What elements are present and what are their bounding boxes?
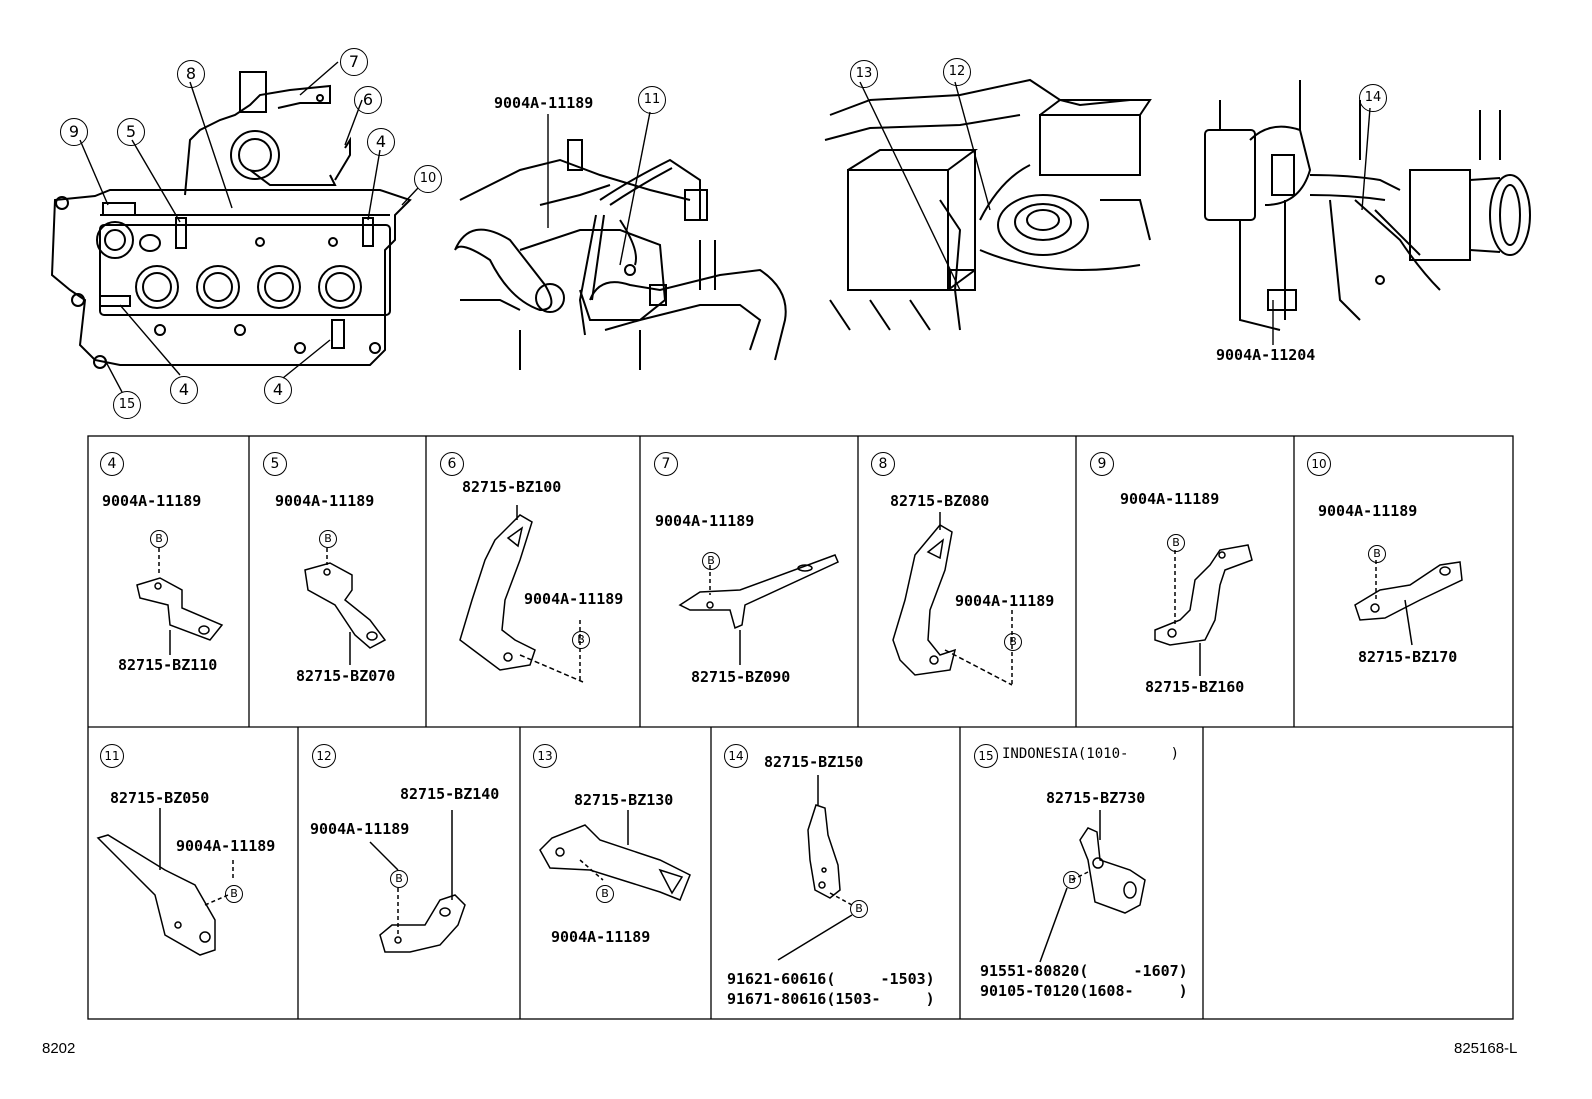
cell-15-number: 15: [974, 744, 998, 768]
cell-12-number: 12: [312, 744, 336, 768]
bolt-symbol: B: [319, 530, 337, 548]
cell-4-number: 4: [100, 452, 124, 476]
part-number: 82715-BZ170: [1358, 648, 1458, 666]
part-number: 9004A-11189: [524, 590, 624, 608]
bolt-symbol: B: [572, 631, 590, 649]
cell-11-number: 11: [100, 744, 124, 768]
bolt-symbol: B: [1004, 633, 1022, 651]
bolt-symbol: B: [1167, 534, 1185, 552]
cell-7-number: 7: [654, 452, 678, 476]
part-number: 82715-BZ130: [574, 791, 674, 809]
part-number: 9004A-11189: [1318, 502, 1418, 520]
part-number: 82715-BZ090: [691, 668, 791, 686]
overview-callouts: [79, 61, 1371, 393]
callout-9: 9: [60, 118, 88, 146]
callout-4c: 4: [264, 376, 292, 404]
bolt-symbol: B: [850, 900, 868, 918]
part-number: 9004A-11189: [955, 592, 1055, 610]
harness-part-number: 9004A-11189: [494, 94, 594, 112]
cell-5-number: 5: [263, 452, 287, 476]
part-number: 82715-BZ070: [296, 667, 396, 685]
part-number: 91551-80820( -1607): [980, 962, 1188, 980]
bolt-symbol: B: [225, 885, 243, 903]
part-number: 82715-BZ050: [110, 789, 210, 807]
cell-13-number: 13: [533, 744, 557, 768]
part-number: 90105-T0120(1608- ): [980, 982, 1188, 1000]
footer-left-code: 8202: [42, 1040, 76, 1057]
part-number: 82715-BZ150: [764, 753, 864, 771]
part-number: 9004A-11189: [655, 512, 755, 530]
callout-5: 5: [117, 118, 145, 146]
part-number: 82715-BZ080: [890, 492, 990, 510]
cell-9-number: 9: [1090, 452, 1114, 476]
part-number: 82715-BZ110: [118, 656, 218, 674]
bolt-symbol: B: [1368, 545, 1386, 563]
bolt-symbol: B: [596, 885, 614, 903]
part-number: 91621-60616( -1503): [727, 970, 935, 988]
cell-8-number: 8: [871, 452, 895, 476]
cell-6-number: 6: [440, 452, 464, 476]
part-number: 9004A-11189: [176, 837, 276, 855]
callout-4b: 4: [170, 376, 198, 404]
footer-right-code: 825168-L: [1454, 1040, 1518, 1057]
part-number: 9004A-11189: [102, 492, 202, 510]
bolt-symbol: B: [150, 530, 168, 548]
part-number: 82715-BZ730: [1046, 789, 1146, 807]
bolt-symbol: B: [390, 870, 408, 888]
bolt-symbol: B: [702, 552, 720, 570]
cell-10-number: 10: [1307, 452, 1331, 476]
engine-head-cover-illustration: [50, 71, 412, 369]
callout-11: 11: [638, 86, 666, 114]
cell-15-note: INDONESIA(1010- ): [1002, 746, 1180, 762]
part-number: 9004A-11189: [310, 820, 410, 838]
part-number: 82715-BZ160: [1145, 678, 1245, 696]
callout-14: 14: [1359, 84, 1387, 112]
part-number: 91671-80616(1503- ): [727, 990, 935, 1008]
callout-7: 7: [340, 48, 368, 76]
callout-15: 15: [113, 391, 141, 419]
part-number: 9004A-11189: [1120, 490, 1220, 508]
callout-6: 6: [354, 86, 382, 114]
callout-12: 12: [943, 58, 971, 86]
callout-8: 8: [177, 60, 205, 88]
cell-14-number: 14: [724, 744, 748, 768]
callout-4: 4: [367, 128, 395, 156]
right-part-number: 9004A-11204: [1216, 346, 1316, 364]
part-number: 82715-BZ100: [462, 478, 562, 496]
bolt-symbol: B: [1063, 871, 1081, 889]
harness-hose-illustration: [454, 139, 787, 370]
part-number: 9004A-11189: [275, 492, 375, 510]
part-number: 9004A-11189: [551, 928, 651, 946]
callout-13: 13: [850, 60, 878, 88]
battery-illustration: [824, 78, 1152, 331]
callout-10: 10: [414, 165, 442, 193]
intake-hose-illustration: [1204, 80, 1531, 331]
part-number: 82715-BZ140: [400, 785, 500, 803]
